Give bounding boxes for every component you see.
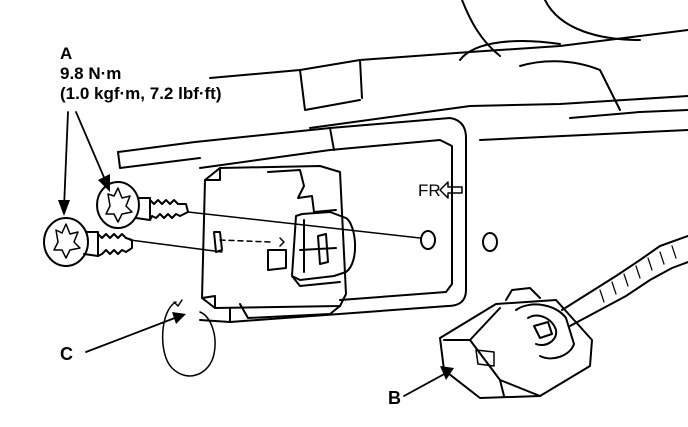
arrowhead-c bbox=[172, 312, 186, 324]
torque-spec-alt: (1.0 kgf·m, 7.2 lbf·ft) bbox=[60, 84, 222, 103]
detail-circle bbox=[162, 299, 216, 377]
callout-b-leader bbox=[403, 371, 449, 397]
callout-c-leader bbox=[85, 315, 181, 353]
callout-a: A bbox=[60, 44, 73, 63]
callout-c: C bbox=[60, 344, 73, 364]
sensor-housing bbox=[201, 165, 357, 319]
connector-b bbox=[439, 235, 688, 399]
frame-hole bbox=[482, 232, 498, 252]
vehicle-frame bbox=[209, 0, 688, 141]
torque-spec: 9.8 N·m bbox=[60, 64, 122, 83]
bolt-lower bbox=[43, 217, 133, 267]
callout-a-leaders bbox=[63, 111, 107, 209]
arrowhead-a-upper bbox=[98, 174, 110, 192]
arrowhead-a-lower bbox=[58, 200, 70, 216]
mounting-bracket bbox=[117, 117, 498, 323]
fr-label: FR bbox=[418, 181, 441, 200]
bracket-hole bbox=[420, 230, 436, 250]
bolt-upper bbox=[96, 181, 189, 229]
arrowhead-b bbox=[440, 366, 454, 380]
arrow-left-outline-icon bbox=[439, 181, 463, 199]
bolt-alignment-lines bbox=[129, 211, 421, 253]
callout-b: B bbox=[388, 388, 401, 408]
